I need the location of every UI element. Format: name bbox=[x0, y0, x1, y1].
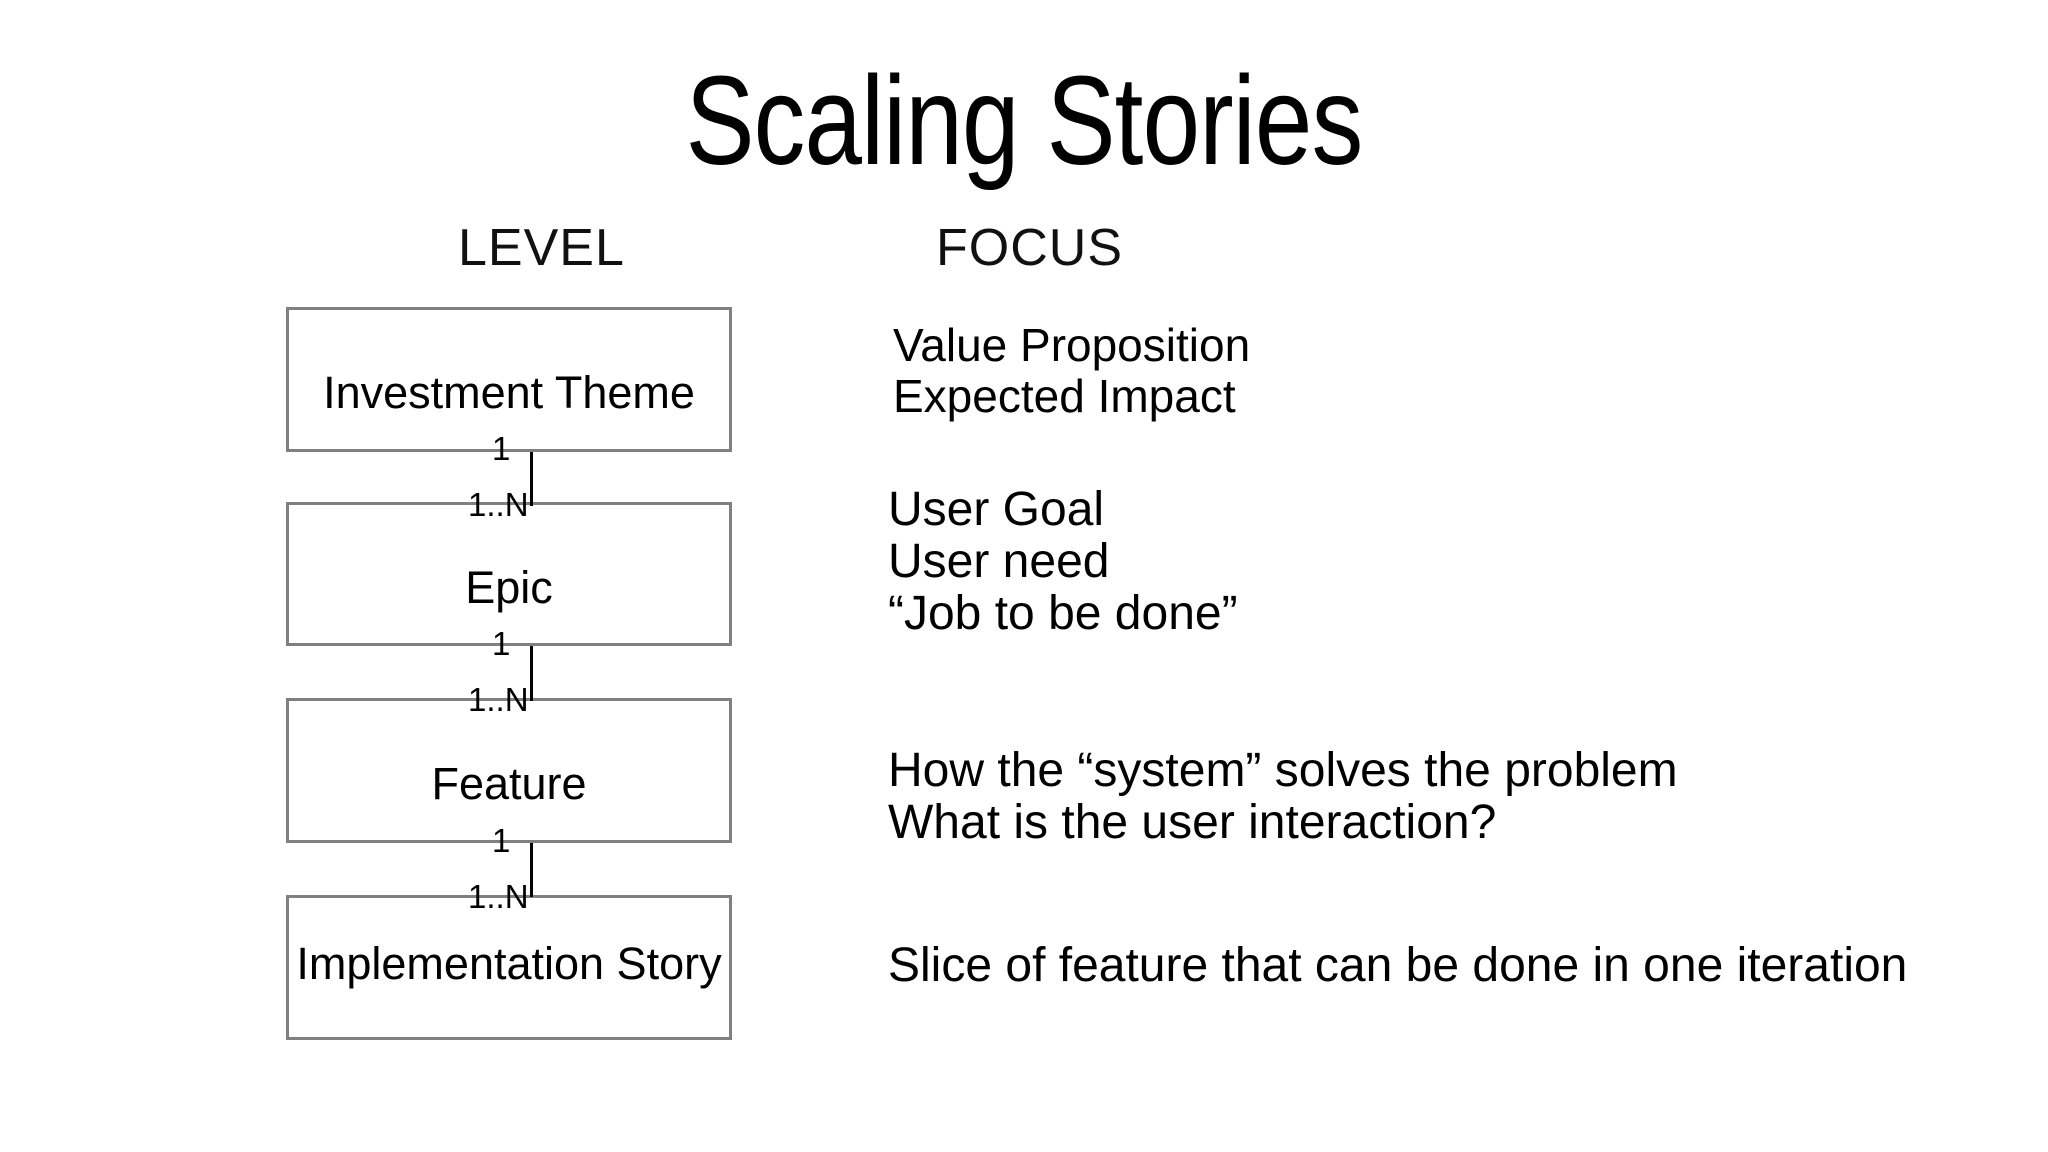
cardinality-label-source: 1 bbox=[492, 625, 511, 662]
level-box-epic[interactable]: Epic bbox=[286, 502, 732, 646]
level-box-label: Feature bbox=[431, 758, 587, 809]
level-box-label: Epic bbox=[465, 562, 553, 613]
focus-text-epic: User Goal User need “Job to be done” bbox=[888, 484, 1238, 640]
cardinality-label-target: 1..N bbox=[468, 878, 529, 915]
focus-line: “Job to be done” bbox=[888, 587, 1238, 640]
focus-text-investment-theme: Value Proposition Expected Impact bbox=[893, 320, 1250, 422]
level-box-feature[interactable]: Feature bbox=[286, 698, 732, 843]
connector-line-feature-to-story bbox=[530, 843, 533, 897]
focus-line: Expected Impact bbox=[893, 370, 1236, 422]
focus-line: Slice of feature that can be done in one… bbox=[888, 939, 1908, 992]
page-title: Scaling Stories bbox=[685, 50, 1364, 191]
column-header-focus: FOCUS bbox=[936, 219, 1123, 277]
focus-text-feature: How the “system” solves the problem What… bbox=[888, 745, 1678, 849]
connector-line-epic-to-feature bbox=[530, 646, 533, 701]
level-box-implementation-story[interactable]: Implementation Story bbox=[286, 895, 732, 1040]
focus-line: Value Proposition bbox=[893, 319, 1251, 371]
cardinality-label-target: 1..N bbox=[468, 486, 529, 523]
cardinality-label-source: 1 bbox=[492, 822, 511, 859]
focus-line: How the “system” solves the problem bbox=[888, 744, 1678, 797]
focus-text-implementation-story: Slice of feature that can be done in one… bbox=[888, 940, 1907, 992]
level-box-investment-theme[interactable]: Investment Theme bbox=[286, 307, 732, 452]
focus-line: User Goal bbox=[888, 483, 1105, 536]
cardinality-label-target: 1..N bbox=[468, 681, 529, 718]
focus-line: User need bbox=[888, 535, 1110, 588]
column-header-level: LEVEL bbox=[458, 219, 625, 277]
level-box-label: Investment Theme bbox=[323, 367, 695, 418]
level-box-label: Implementation Story bbox=[296, 938, 722, 989]
cardinality-label-source: 1 bbox=[492, 430, 511, 467]
connector-line-theme-to-epic bbox=[530, 452, 533, 506]
focus-line: What is the user interaction? bbox=[888, 796, 1497, 849]
